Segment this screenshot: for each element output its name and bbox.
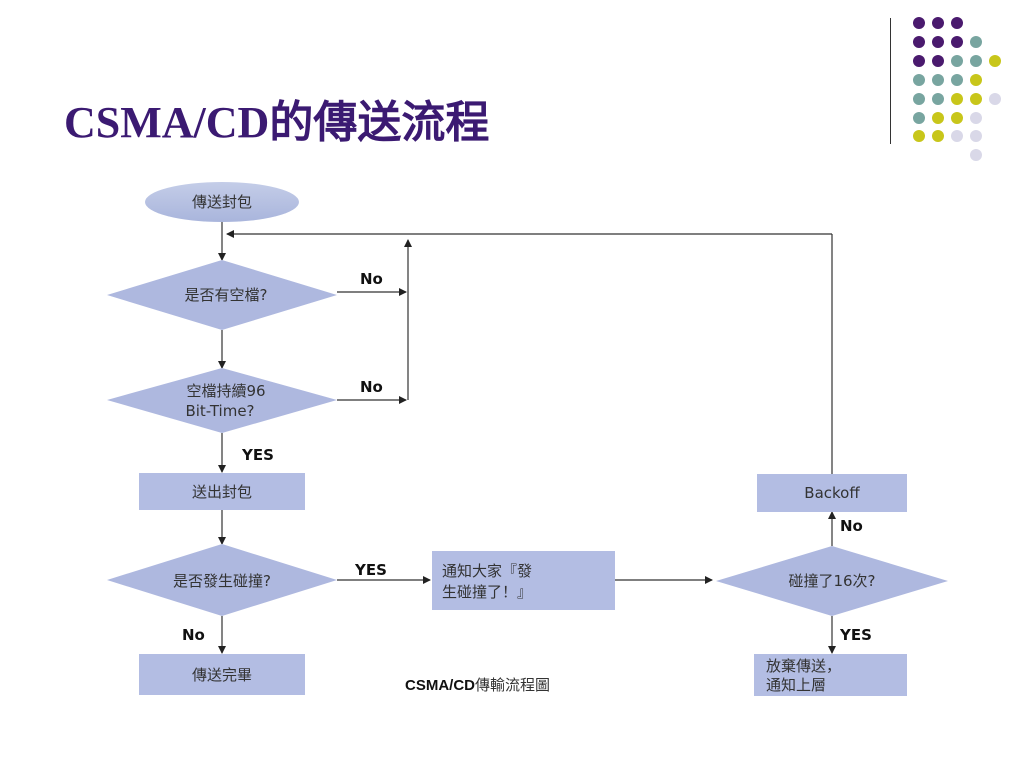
edge-label-collision-yes: YES <box>354 561 387 579</box>
node-send-label: 送出封包 <box>192 483 252 501</box>
decor-dot <box>951 93 963 105</box>
decor-dot <box>913 36 925 48</box>
node-complete-label: 傳送完畢 <box>192 666 252 684</box>
decor-dot <box>951 17 963 29</box>
node-notify-label-line1: 通知大家『發 <box>442 562 532 580</box>
node-notify-label-line2: 生碰撞了！』 <box>442 583 532 601</box>
decor-dot <box>951 112 963 124</box>
node-complete <box>139 654 305 695</box>
diagram-caption-bold: CSMA/CD <box>405 677 475 694</box>
node-count-check <box>716 546 948 616</box>
decor-dot <box>970 112 982 124</box>
decor-dot <box>913 112 925 124</box>
decor-dot <box>913 55 925 67</box>
decor-dot <box>970 74 982 86</box>
flowchart-edges <box>218 222 836 654</box>
decor-dot <box>951 130 963 142</box>
edge-label-count-no: No <box>840 517 863 535</box>
node-idle-check <box>107 260 337 330</box>
decor-dot <box>913 130 925 142</box>
decor-dot <box>932 93 944 105</box>
edge-label-count-yes: YES <box>839 626 872 644</box>
decor-dot <box>970 55 982 67</box>
diagram-caption-rest: 傳輸流程圖 <box>475 676 550 694</box>
decor-dot <box>970 93 982 105</box>
decor-dot <box>951 55 963 67</box>
decor-dot <box>932 74 944 86</box>
node-collision-check <box>107 544 337 616</box>
node-abort-label-line1: 放棄傳送， <box>766 657 841 675</box>
edge-label-idle-no: No <box>360 270 383 288</box>
decor-dot <box>970 36 982 48</box>
decor-dot <box>932 36 944 48</box>
node-send <box>139 473 305 510</box>
node-idle96-label-line2: Bit-Time? <box>185 402 254 420</box>
decor-dot <box>951 36 963 48</box>
edge-label-collision-no: No <box>182 626 205 644</box>
node-start-label: 傳送封包 <box>192 193 252 211</box>
title-divider <box>890 18 891 144</box>
node-notify <box>432 551 615 610</box>
decor-dot-grid <box>913 17 1001 161</box>
slide-title: CSMA/CD的傳送流程 <box>64 98 490 147</box>
decor-dot <box>913 93 925 105</box>
node-abort <box>754 654 907 696</box>
node-idle96-check <box>107 368 337 433</box>
node-backoff <box>757 474 907 512</box>
decor-dot <box>913 74 925 86</box>
node-backoff-label: Backoff <box>804 484 860 502</box>
node-idle-check-label: 是否有空檔? <box>185 286 268 304</box>
decor-dot <box>932 112 944 124</box>
node-abort-label-line2: 通知上層 <box>766 676 826 694</box>
diagram-caption: CSMA/CD傳輸流程圖 <box>405 676 550 694</box>
decor-dot <box>989 93 1001 105</box>
decor-dot <box>970 130 982 142</box>
decor-dot <box>932 130 944 142</box>
node-start <box>145 182 299 222</box>
decor-dot <box>932 55 944 67</box>
node-collision-check-label: 是否發生碰撞? <box>173 572 271 590</box>
decor-dot <box>989 55 1001 67</box>
decor-dot <box>913 17 925 29</box>
edge-label-idle96-no: No <box>360 378 383 396</box>
node-idle96-label-line1: 空檔持續96 <box>186 382 265 400</box>
edge-label-idle96-yes: YES <box>241 446 274 464</box>
decor-dot <box>970 149 982 161</box>
decor-dot <box>932 17 944 29</box>
decor-dot <box>951 74 963 86</box>
node-count-check-label: 碰撞了16次? <box>788 572 875 590</box>
